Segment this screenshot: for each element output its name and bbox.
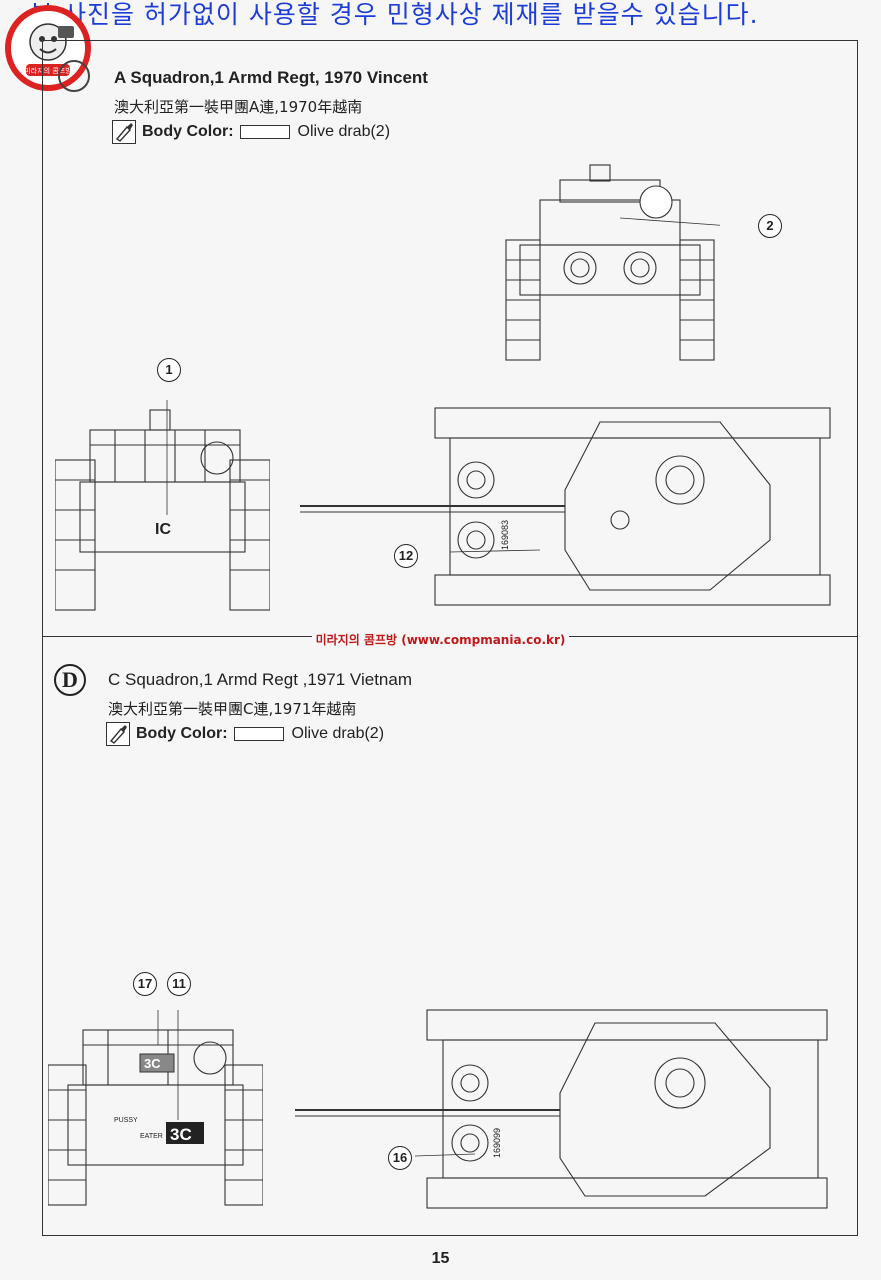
color-name: Olive drab(2) (291, 725, 385, 742)
callout-16: 16 (388, 1146, 412, 1170)
color-swatch (239, 125, 290, 139)
paint-brush-icon (112, 120, 136, 144)
body-color-label: Body Color: (142, 123, 234, 140)
svg-text:169083: 169083 (500, 520, 510, 550)
section-d-body-color: Body Color: Olive drab(2) (106, 722, 384, 746)
body-color-label: Body Color: (136, 725, 228, 742)
svg-text:3C: 3C (144, 1056, 161, 1071)
section-d-title-cjk: 澳大利亞第一裝甲團C連,1971年越南 (108, 700, 357, 718)
section-c-title-cjk: 澳大利亞第一裝甲團A連,1970年越南 (114, 98, 363, 116)
color-swatch (233, 727, 284, 741)
svg-text:169099: 169099 (492, 1128, 502, 1158)
color-name: Olive drab(2) (297, 123, 391, 140)
svg-text:3C: 3C (170, 1125, 192, 1144)
section-letter-d: D (54, 664, 86, 696)
tank-rear-view-d: 3C PUSSY EATER 3C (48, 1010, 263, 1206)
tank-rear-view-c: IC (55, 400, 270, 611)
callout-12: 12 (394, 544, 418, 568)
paint-brush-icon (106, 722, 130, 746)
section-letter-c (58, 60, 90, 92)
section-c-title: A Squadron,1 Armd Regt, 1970 Vincent (114, 68, 428, 87)
tank-front-view-c-small (505, 164, 720, 361)
section-c-body-color: Body Color: Olive drab(2) (112, 120, 390, 144)
svg-text:IC: IC (155, 521, 171, 538)
callout-1: 1 (157, 358, 181, 382)
callout-2: 2 (758, 214, 782, 238)
callout-11: 11 (167, 972, 191, 996)
site-watermark: 미라지의 콤프방 (www.compmania.co.kr) (0, 631, 881, 648)
copyright-banner: 본 사진을 허가없이 사용할 경우 민형사상 제재를 받을수 있습니다. (30, 0, 759, 29)
page-number: 15 (431, 1250, 450, 1267)
svg-text:PUSSY: PUSSY (114, 1117, 138, 1124)
svg-text:미라지의 콤프방: 미라지의 콤프방 (24, 66, 72, 75)
svg-text:EATER: EATER (140, 1133, 163, 1140)
page-frame (42, 40, 858, 1236)
tank-top-view-c: 169083 (300, 407, 831, 606)
section-d-title: C Squadron,1 Armd Regt ,1971 Vietnam (108, 670, 412, 689)
callout-17: 17 (133, 972, 157, 996)
tank-top-view-d: 169099 (295, 1009, 828, 1209)
